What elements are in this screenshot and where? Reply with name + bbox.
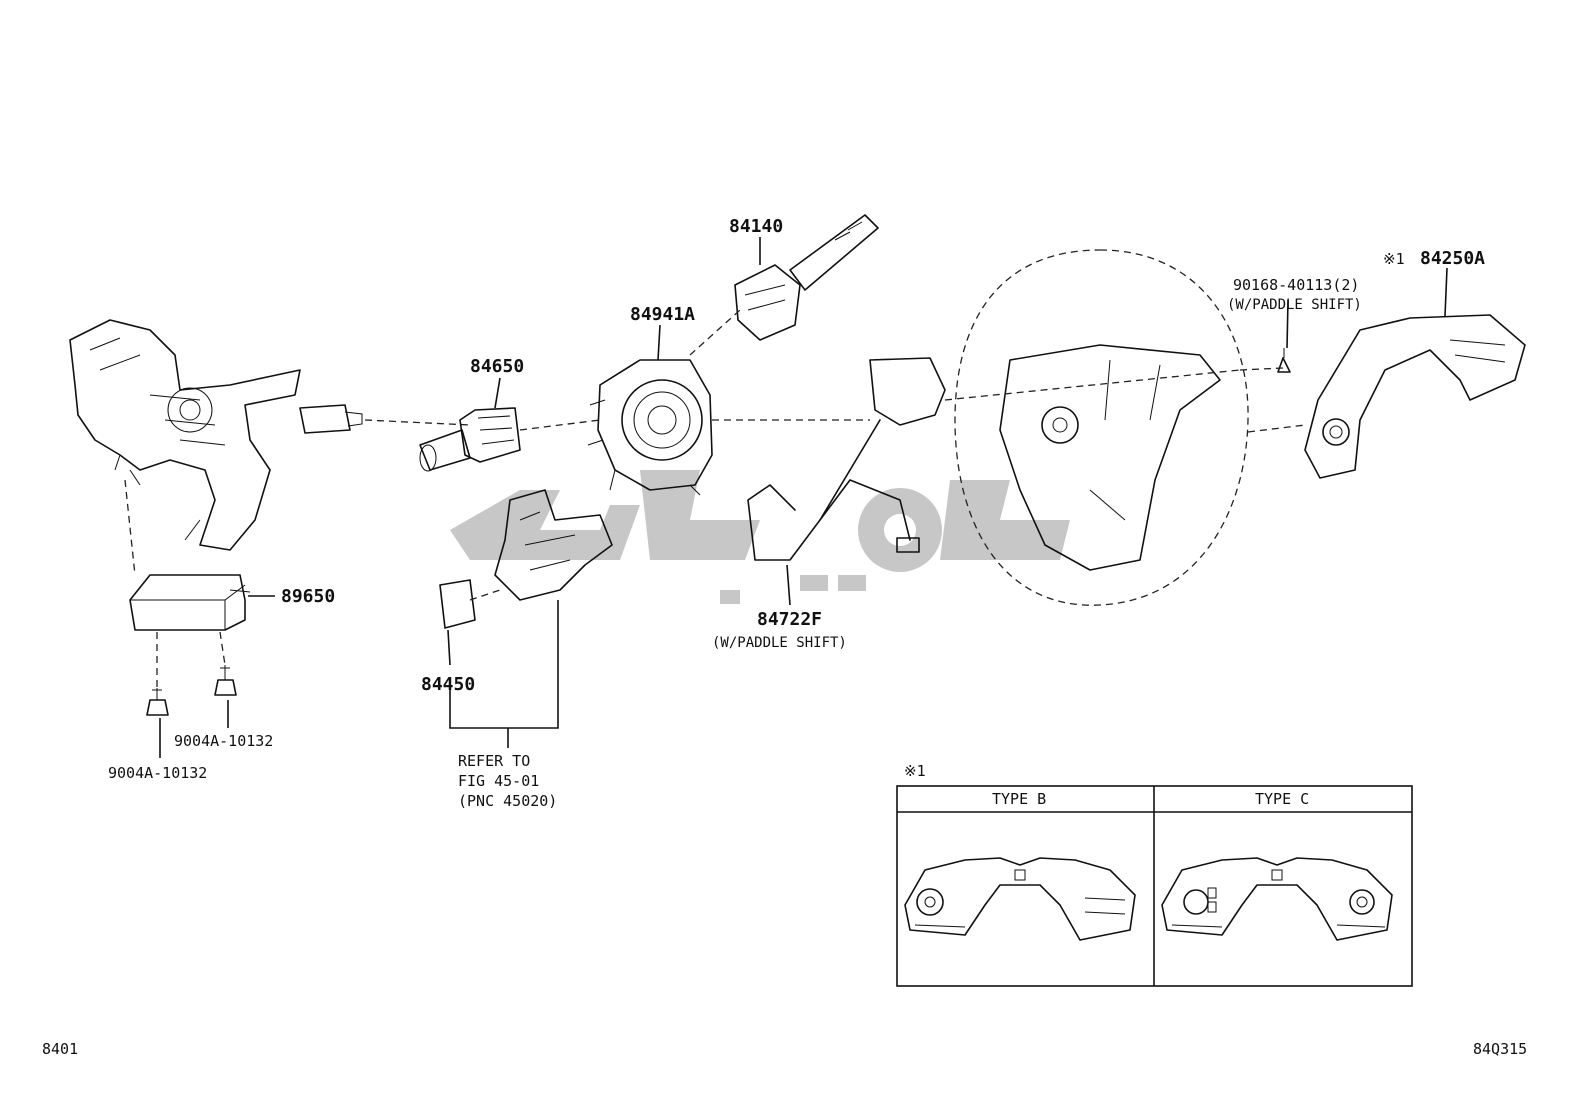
label-90168: 90168-40113(2) [1233,276,1359,294]
part-89650-drawing [129,574,251,631]
refer-line-2: FIG 45-01 [458,772,539,790]
refer-line-3: (PNC 45020) [458,792,557,810]
label-84250A-mark: ※1 [1383,250,1405,268]
type-b-switch-drawing [904,857,1136,941]
steering-wheel-drawing [954,249,1249,606]
part-84722F-drawing [747,357,946,561]
type-table: ※1 TYPE B TYPE C [896,762,1413,987]
label-84722F: 84722F [757,609,822,630]
leader-lines [159,237,1448,758]
refer-line-1: REFER TO [458,752,530,770]
screw-90168-drawing [1277,348,1291,373]
label-84140: 84140 [729,216,783,237]
label-84250A: 84250A [1420,248,1485,269]
bolt-right-drawing [214,665,237,696]
lock-housing-drawing [439,489,613,629]
footer-right-code: 84Q315 [1473,1040,1527,1058]
assembly-dashed-lines [124,309,1306,688]
part-84250A-drawing [1304,314,1526,479]
bolt-left-drawing [146,688,169,716]
part-84941A-drawing [587,359,713,496]
label-bolt-left: 9004A-10132 [108,764,207,782]
label-84941A: 84941A [630,304,695,325]
footer-left-code: 8401 [42,1040,78,1058]
type-b-header: TYPE B [992,790,1046,808]
part-84650-drawing [419,407,521,472]
label-90168-note: (W/PADDLE SHIFT) [1227,297,1362,313]
part-84140-drawing [734,214,879,341]
type-table-mark: ※1 [904,762,926,780]
label-84450: 84450 [421,674,475,695]
type-c-switch-drawing [1161,857,1393,941]
label-89650: 89650 [281,586,335,607]
type-c-header: TYPE C [1255,790,1309,808]
label-bolt-right: 9004A-10132 [174,732,273,750]
steering-column-drawing [69,319,363,551]
label-84650: 84650 [470,356,524,377]
label-84722F-note: (W/PADDLE SHIFT) [712,635,847,651]
